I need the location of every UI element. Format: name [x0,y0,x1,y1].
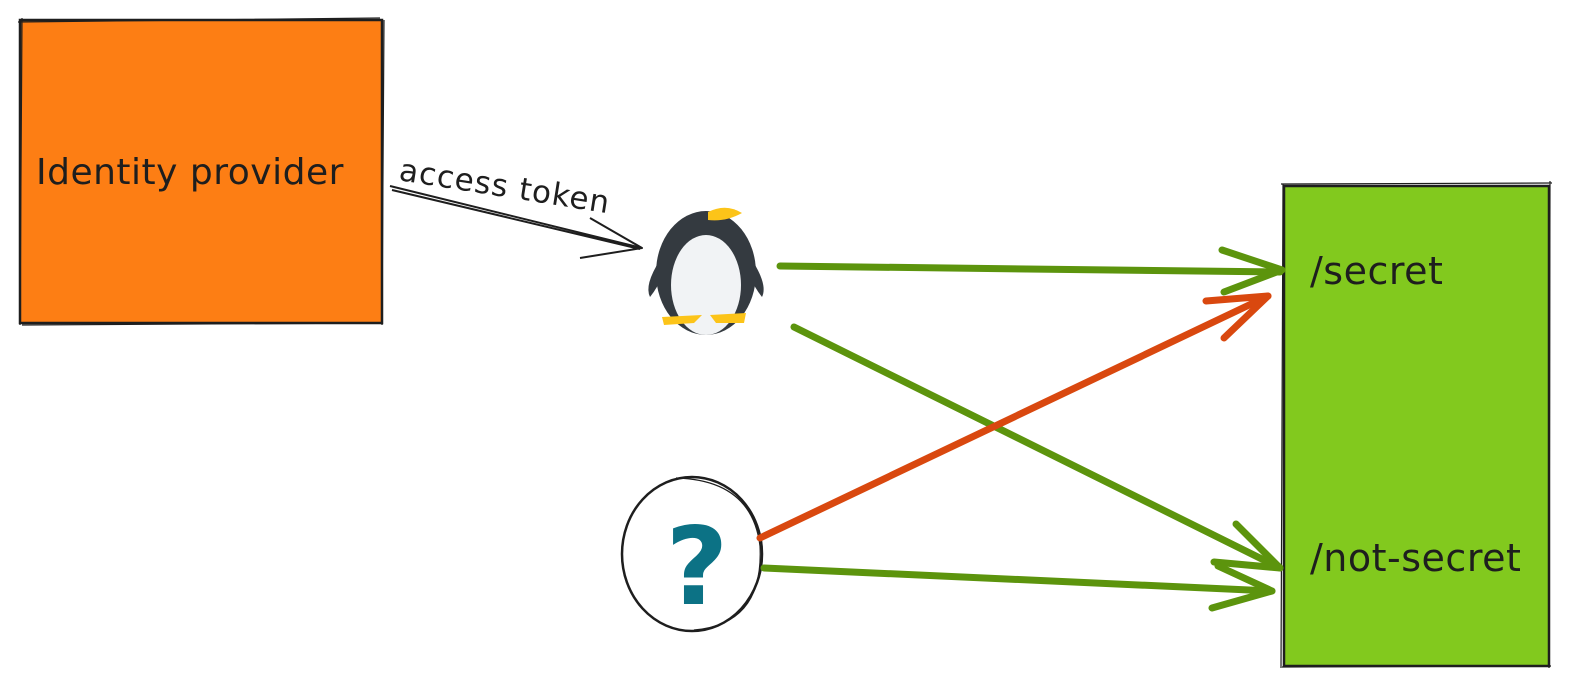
identity-provider-box-sketch [17,17,385,326]
penguin-belly [671,235,741,335]
route-secret-label: /secret [1310,249,1443,293]
server-box-sketch [1280,180,1553,669]
arrow-unknown-to-secret-denied [756,292,1272,542]
penguin-left-flipper [648,260,664,297]
penguin-beak [708,207,742,221]
penguin-icon[interactable] [648,207,764,335]
access-token-arrowhead [579,217,643,259]
arrow-penguin-to-not-secret [790,323,1284,572]
penguin-right-flipper [748,260,764,297]
penguin-left-foot [662,315,702,325]
unknown-user-circle [620,475,764,633]
route-not-secret-label: /not-secret [1310,536,1521,580]
access-token-arrow-line [389,185,643,250]
access-token-label: access token [397,152,613,221]
identity-provider-label: Identity provider [36,152,344,193]
penguin-right-foot [710,313,746,323]
unknown-user-circle-sketch [675,477,761,631]
unknown-user-node[interactable]: ? [620,475,764,633]
arrow-penguin-to-secret [776,246,1286,296]
question-mark-icon: ? [666,505,729,630]
arrow-unknown-to-not-secret [760,562,1276,612]
identity-provider-node[interactable]: Identity provider [17,17,385,326]
identity-provider-box [18,18,384,325]
server-node[interactable]: /secret /not-secret [1280,180,1553,669]
access-token-edge: access token [389,152,643,259]
